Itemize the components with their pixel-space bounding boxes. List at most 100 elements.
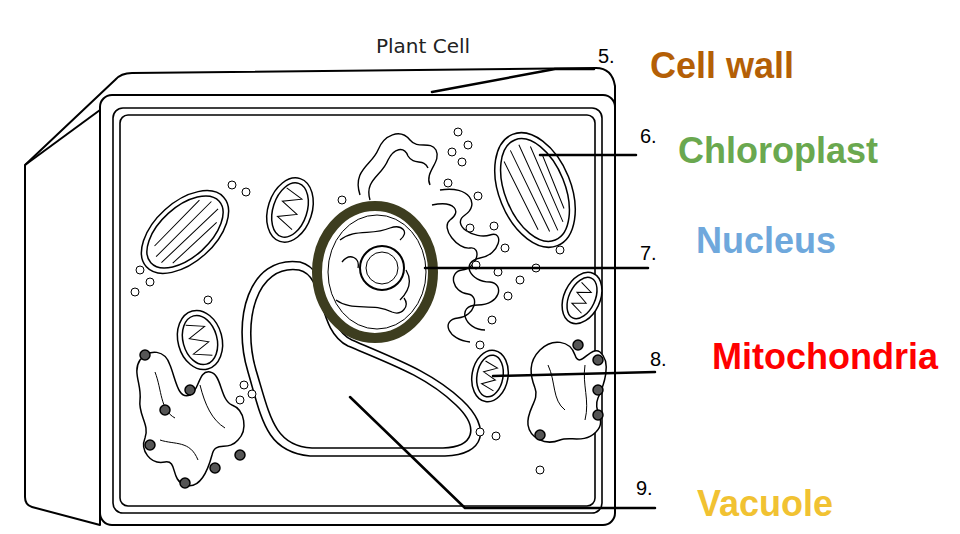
granule	[160, 405, 170, 415]
vesicle	[146, 278, 154, 286]
mitochondrion	[554, 266, 609, 330]
diagram-title: Plant Cell	[376, 36, 470, 56]
smooth-er	[369, 150, 428, 200]
granule	[535, 430, 545, 440]
callout-number: 7.	[640, 243, 657, 263]
mitochondrion-inner	[265, 178, 315, 242]
chloroplast-inner	[134, 183, 236, 282]
granule	[140, 350, 150, 360]
granules	[140, 350, 245, 488]
leader-line	[350, 397, 655, 508]
mitochondrion	[171, 305, 229, 374]
part-name: Cell wall	[650, 48, 794, 84]
vesicle	[454, 128, 462, 136]
nucleus-shape	[317, 206, 433, 338]
callout-number: 6.	[640, 126, 657, 146]
granule	[145, 440, 155, 450]
vesicles	[131, 128, 564, 474]
granule	[235, 450, 245, 460]
chloroplast-shape	[126, 175, 243, 289]
granules	[535, 340, 603, 440]
vesicle	[476, 428, 484, 436]
cell-wall-edge	[25, 110, 100, 165]
cell-wall	[25, 68, 615, 525]
mitochondrion	[259, 172, 321, 248]
ribosome	[504, 292, 512, 300]
chloroplast-inner	[487, 129, 583, 252]
mitochondrion-outer	[259, 172, 321, 248]
ribosome	[501, 244, 509, 252]
vesicle	[240, 381, 248, 389]
cristae	[186, 321, 213, 360]
vesicle	[492, 432, 500, 440]
chromatin	[336, 227, 409, 313]
cell-wall-front	[100, 95, 615, 525]
leader-line	[432, 69, 594, 92]
mitochondrion-outer	[171, 305, 229, 374]
nucleolus	[360, 246, 404, 290]
granular-organelle	[137, 350, 245, 488]
callout-number: 9.	[636, 478, 653, 498]
part-name: Nucleus	[696, 223, 836, 259]
leader-lines	[350, 69, 655, 508]
ribosomes	[444, 179, 512, 349]
vesicle	[556, 246, 564, 254]
leader-line	[425, 267, 648, 270]
thylakoid-lines	[147, 195, 224, 269]
chloroplast-shape	[479, 121, 591, 259]
granule	[593, 410, 603, 420]
vesicle	[464, 141, 472, 149]
cristae	[275, 188, 304, 230]
vesicle	[136, 266, 144, 274]
nuclear-envelope	[317, 206, 433, 338]
vesicle	[228, 181, 236, 189]
part-name: Vacuole	[697, 486, 833, 522]
vesicle	[236, 396, 244, 404]
vesicle	[448, 148, 456, 156]
vesicle	[242, 188, 250, 196]
granule	[573, 340, 583, 350]
vesicle	[131, 288, 139, 296]
organelle-outline	[137, 352, 244, 486]
callout-number: 5.	[598, 46, 615, 66]
nucleolus-inner	[366, 252, 398, 284]
membrane-outer	[113, 108, 602, 513]
ribosome	[466, 224, 474, 232]
granule	[593, 385, 603, 395]
nuclear-envelope-inner	[328, 215, 426, 329]
part-name: Chloroplast	[678, 133, 878, 169]
vesicle	[516, 276, 524, 284]
chloroplast-outer	[479, 121, 591, 259]
thylakoid-lines	[500, 138, 570, 239]
ribosome	[444, 179, 452, 187]
rough-er	[432, 204, 477, 342]
vesicle	[338, 196, 346, 204]
membrane-inner	[120, 115, 595, 506]
cell-membrane	[113, 108, 602, 513]
vesicle	[248, 390, 256, 398]
mitochondrion-inner	[177, 311, 223, 368]
organelle-folds	[155, 372, 225, 460]
granule	[593, 355, 603, 365]
chloroplast-outer	[126, 175, 243, 289]
granule	[210, 463, 220, 473]
rough-er	[440, 189, 499, 330]
vesicle	[536, 466, 544, 474]
ribosome	[490, 222, 498, 230]
mitochondrion-outer	[554, 266, 609, 330]
mitochondrion-inner	[561, 273, 603, 324]
part-name: Mitochondria	[712, 339, 938, 375]
callout-number: 8.	[650, 349, 667, 369]
granular-organelle	[528, 340, 606, 442]
leader-line	[540, 154, 636, 157]
vesicle	[204, 296, 212, 304]
ribosome	[488, 316, 496, 324]
leader-line	[493, 372, 655, 376]
cell-wall-outer	[25, 68, 615, 525]
organelle-outline	[528, 342, 606, 442]
ribosome	[476, 341, 484, 349]
cristae	[570, 282, 594, 313]
